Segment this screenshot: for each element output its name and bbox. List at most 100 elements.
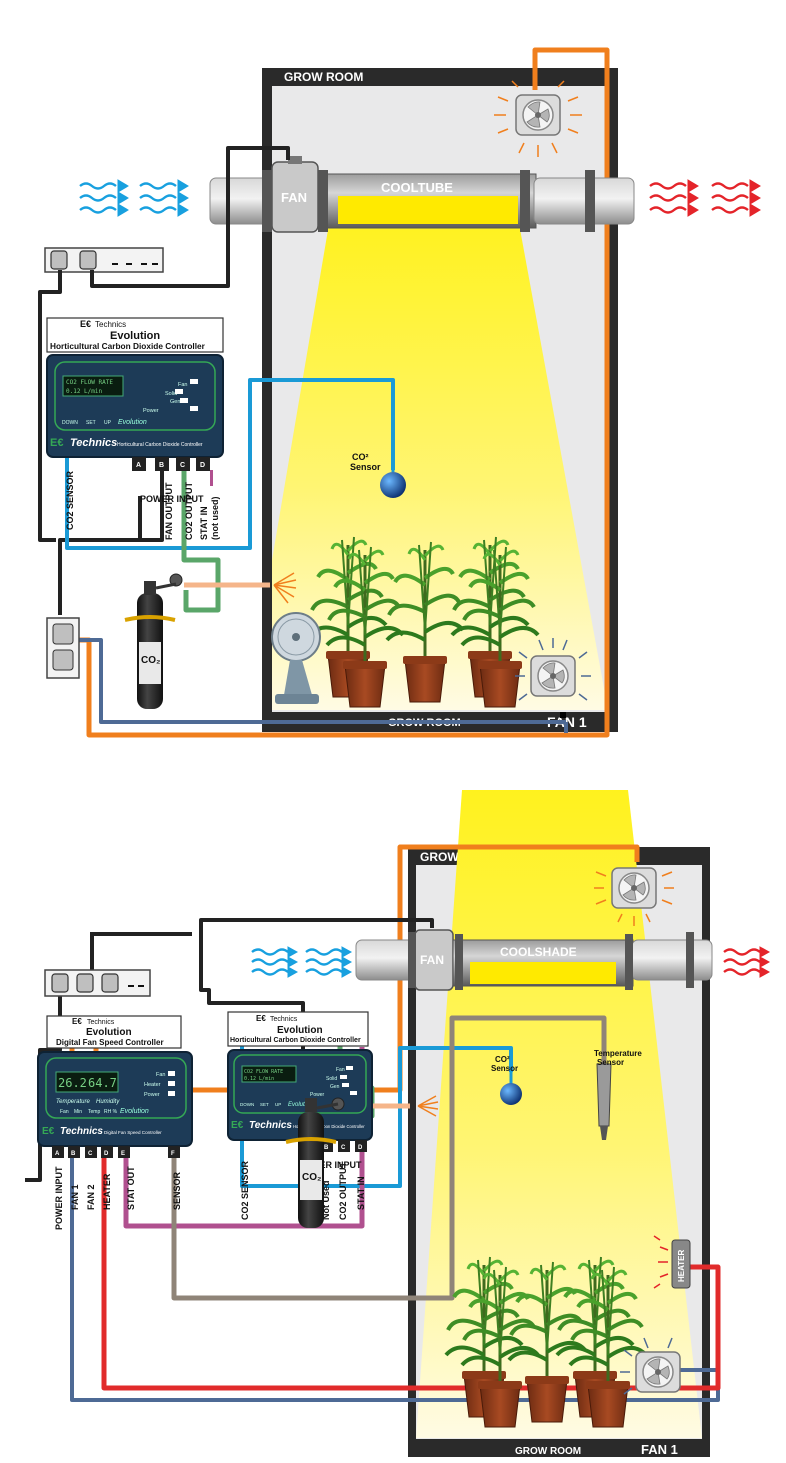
top-device-script: Evolution xyxy=(118,419,147,426)
bottom-co2-sensor-label-0-label: CO² xyxy=(495,1055,510,1064)
bottom-tube-label: COOLSHADE xyxy=(500,945,577,959)
bottom-heater-label: HEATER xyxy=(677,1249,686,1282)
bottom-co2-ctrl-port-letters-3-label: D xyxy=(358,1145,363,1151)
bottom-fan-ctrl-brand-label: Technics xyxy=(60,1126,103,1137)
top-tube-label: COOLTUBE xyxy=(381,180,453,195)
bottom-fan-ctrl-buttons-3-label: RH % xyxy=(104,1109,118,1115)
bottom-exhaust-duct xyxy=(631,939,713,981)
top-lamp xyxy=(338,196,518,224)
top-card-subtitle: Horticultural Carbon Dioxide Controller xyxy=(50,341,206,351)
bottom-co2-controller-card: E€ Technics Evolution Horticultural Carb… xyxy=(227,1011,369,1047)
top-device-brand: Technics xyxy=(70,437,117,449)
top-co2-controller: CO2 FLOW RATE 0.12 L/min Fan Solid Gen P… xyxy=(46,354,224,458)
bottom-fan-ctrl-buttons-2-label: Temp xyxy=(88,1109,100,1115)
bottom-temperature-sensor: Temperature Sensor xyxy=(594,1049,642,1140)
top-black-cable-ctrl-out xyxy=(58,470,164,615)
top-co2-cylinder: CO₂ xyxy=(124,573,183,709)
top-card-brand: Technics xyxy=(95,320,126,329)
top-controller-ports: A B C D xyxy=(132,457,213,486)
bottom-fan-card-subtitle: Digital Fan Speed Controller xyxy=(56,1038,164,1047)
top-port-co2-output: CO2 OUTPUT xyxy=(184,481,194,540)
top-indicator-solid: Solid xyxy=(165,391,177,397)
bottom-port-co2-sensor: CO2 SENSOR xyxy=(240,1160,250,1220)
bottom-fan-label: FAN xyxy=(420,953,444,967)
top-exhaust-duct xyxy=(533,177,635,225)
top-lcd-line2: 0.12 L/min xyxy=(66,388,103,395)
top-port-fan-output: FAN OUTPUT xyxy=(164,482,174,540)
bottom-co2-port-labels: CO2 SENSOR POWER INPUT Not Used CO2 OUTP… xyxy=(240,1160,366,1220)
bottom-port-fan1: FAN 1 xyxy=(70,1184,80,1210)
bottom-fan-ctrl-port-letters-4-label: E xyxy=(121,1151,125,1157)
top-intake-air-arrows xyxy=(78,179,189,217)
bottom-fan-ind-heater: Heater xyxy=(144,1082,161,1088)
top-co2-sensor: CO² Sensor xyxy=(350,452,406,498)
top-btn-down: DOWN xyxy=(62,420,78,426)
bottom-temp-sensor-label-0-label: Temperature xyxy=(594,1049,642,1058)
bottom-fan-port-labels: POWER INPUT FAN 1 FAN 2 HEATER STAT OUT … xyxy=(54,1166,182,1230)
bottom-co2-lcd xyxy=(241,1065,297,1083)
top-indicator-power: Power xyxy=(143,408,159,414)
top-exhaust-air-arrows xyxy=(648,179,761,217)
top-device-footer: Horticultural Carbon Dioxide Controller xyxy=(117,442,203,448)
bottom-co2-ctrl-port-letters-2-label: C xyxy=(341,1145,346,1151)
bottom-co2-ctrl-device-script-label: Evolution xyxy=(288,1102,313,1108)
bottom-fan-lcd xyxy=(55,1071,119,1093)
bottom-intake-air-arrows xyxy=(250,946,353,978)
bottom-co2-ctrl-port-letters-1-label: B xyxy=(324,1145,329,1151)
top-light-beam xyxy=(272,218,608,710)
bottom-port-co2-power: POWER INPUT xyxy=(298,1160,362,1170)
bottom-fan-ctrl-port-letters-2-label: C xyxy=(88,1151,93,1157)
bottom-black-fan-cable xyxy=(199,918,434,1058)
bottom-fan-ind-power: Power xyxy=(144,1092,160,1098)
bottom-lamp xyxy=(470,962,616,984)
top-cylinder-label: CO₂ xyxy=(141,655,160,666)
bottom-co2-ctrl-indicators-0-label: Fan xyxy=(336,1067,345,1073)
bottom-intake-fan-1 xyxy=(620,1337,681,1395)
svg-text:E€: E€ xyxy=(50,437,63,449)
bottom-diagram: GROW ROOM GROW ROOM FAN 1 FAN COOLSHADE xyxy=(25,790,771,1457)
top-wall-socket xyxy=(46,617,80,679)
top-oscillating-fan xyxy=(271,612,321,704)
bottom-co2-cylinder: CO₂ xyxy=(285,1097,345,1228)
bottom-fan-card-brand: Technics xyxy=(87,1019,115,1026)
bottom-fan-ctrl-device-script-label: Evolution xyxy=(120,1108,149,1115)
top-blue-sensor-cable xyxy=(65,378,395,550)
svg-text:E€: E€ xyxy=(72,1017,82,1026)
bottom-co2-ctrl-lcd-line1-label: CO2 FLOW RATE xyxy=(244,1069,283,1075)
top-gas-diffuse-arrows xyxy=(273,572,297,604)
top-extraction-fan xyxy=(494,80,582,157)
bottom-co2-ctrl-brand-label: Technics xyxy=(249,1120,292,1131)
bottom-fan-ctrl-device-footer-label: Digital Fan Speed Controller xyxy=(104,1130,162,1135)
top-slate-cable-main xyxy=(75,638,568,733)
top-port-labels: CO2 SENSOR POWER INPUT FAN OUTPUT CO2 OU… xyxy=(65,470,220,540)
top-indicator-gen: Gen xyxy=(170,399,180,405)
top-intake-duct xyxy=(209,177,271,225)
svg-text:E€: E€ xyxy=(80,319,91,329)
bottom-cylinder-label: CO₂ xyxy=(302,1172,321,1183)
bottom-exhaust-air-arrows xyxy=(722,946,771,978)
bottom-co2-ctrl-brand-label: Technics xyxy=(270,1016,298,1023)
bottom-co2-ctrl-product-name-label: Evolution xyxy=(277,1025,323,1036)
top-port-power-input: POWER INPUT xyxy=(140,494,204,504)
bottom-port-heater: HEATER xyxy=(102,1173,112,1210)
top-port-co2-sensor: CO2 SENSOR xyxy=(65,470,75,530)
top-slate-cable-run xyxy=(560,712,566,722)
bottom-fan-controller: 26.2 64.7 Temperature Humidity Fan Heate… xyxy=(37,1051,193,1147)
bottom-fan-ctrl-port-letters-1-label: B xyxy=(71,1151,76,1157)
top-indicator-fan: Fan xyxy=(178,382,187,388)
top-port-letters-0-label: A xyxy=(136,462,141,469)
top-btn-up: UP xyxy=(104,420,112,426)
bottom-taupe-sensor-cable xyxy=(171,1015,607,1301)
bottom-co2-sensor-label-1-label: Sensor xyxy=(491,1064,518,1073)
svg-text:E€: E€ xyxy=(231,1120,244,1131)
bottom-co2-ctrl-product-subtitle-label: Horticultural Carbon Dioxide Controller xyxy=(230,1037,361,1044)
top-controller-card: Technics E€ Evolution Horticultural Carb… xyxy=(46,317,224,353)
bottom-fan-ctrl-port-letters-3-label: D xyxy=(104,1151,109,1157)
top-port-letters-1-label: B xyxy=(159,462,164,469)
top-intake-fan-1 xyxy=(515,638,591,701)
bottom-fan-ctrl-buttons-0-label: Fan xyxy=(60,1109,69,1115)
top-port-letters-2-label: C xyxy=(180,462,185,469)
svg-text:E€: E€ xyxy=(42,1126,55,1137)
bottom-gas-diffuse-arrows xyxy=(417,1095,439,1117)
svg-text:E€: E€ xyxy=(256,1014,266,1023)
